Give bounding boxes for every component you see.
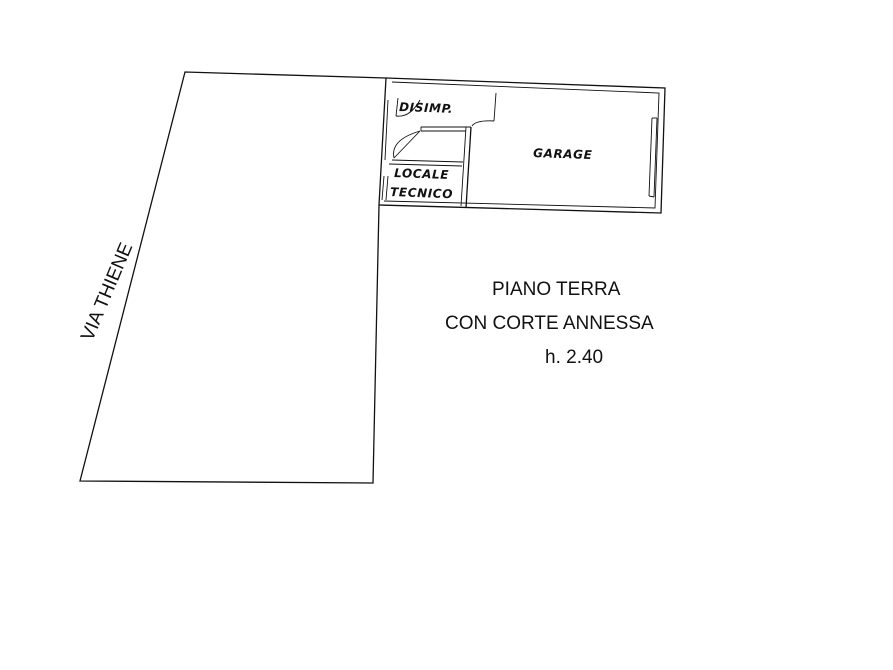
plan-title-line2: CON CORTE ANNESSA <box>445 313 654 334</box>
plan-height: h. 2.40 <box>545 347 603 368</box>
plan-title-line1: PIANO TERRA <box>492 279 621 300</box>
room-label-garage: GARAGE <box>533 146 593 162</box>
room-label-disimp: DISIMP. <box>399 100 453 116</box>
interior-partitions <box>381 99 472 209</box>
door-swings <box>393 92 497 159</box>
courtyard-outline <box>79 71 387 484</box>
building-walls <box>378 77 666 214</box>
room-label-locale-line1: LOCALE <box>394 166 450 182</box>
room-label-locale-line2: TECNICO <box>390 185 453 201</box>
